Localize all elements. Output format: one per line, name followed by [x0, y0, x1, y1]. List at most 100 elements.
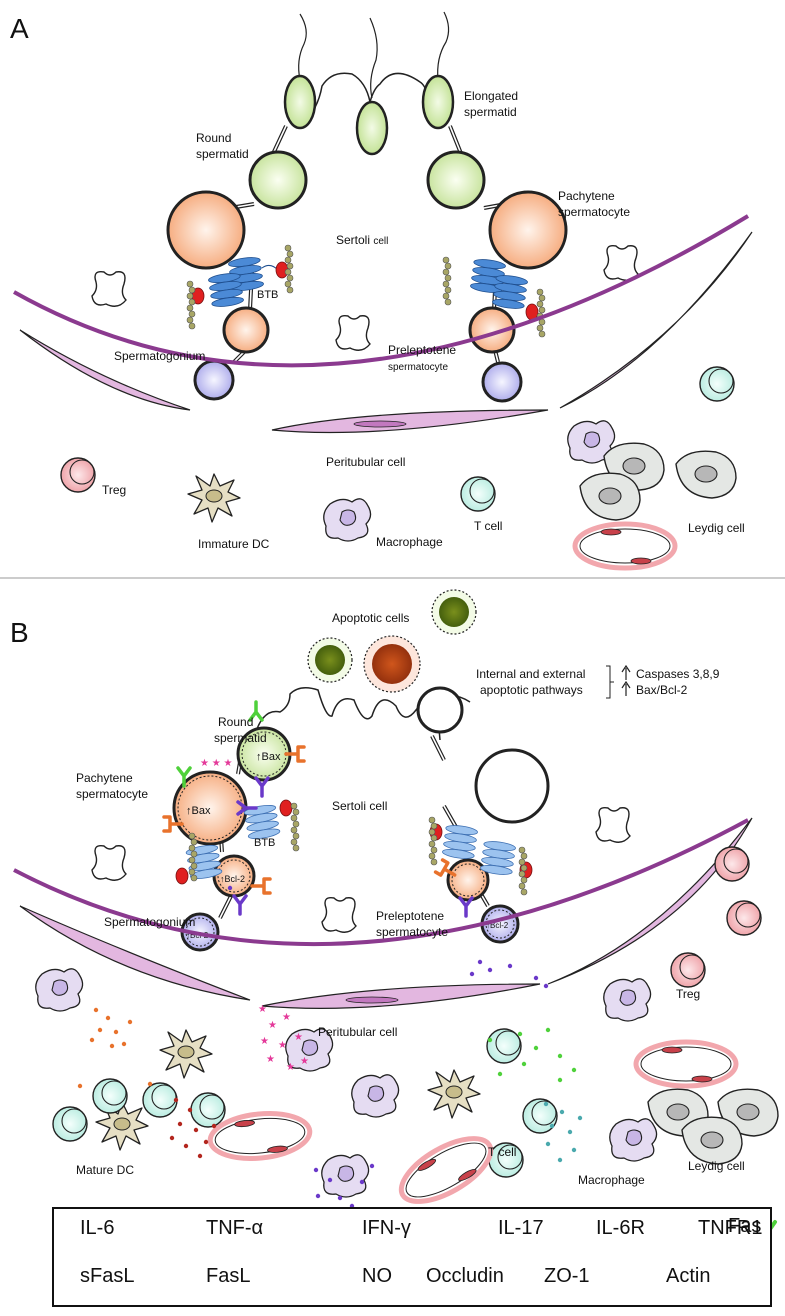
macrophage-cell	[321, 1154, 370, 1198]
label-peritubular-cell: Peritubular cell	[326, 455, 405, 469]
flagellum	[298, 13, 307, 81]
sfasl-dots	[487, 1027, 577, 1083]
no-stars: ★★★★★★★★★	[258, 1004, 309, 1073]
blood-vessel	[392, 1126, 501, 1214]
apoptotic-outline	[185, 917, 215, 947]
il17-dots	[543, 1101, 583, 1163]
zo1-icon	[279, 799, 293, 817]
peritubular-nucleus	[345, 996, 399, 1004]
t-cell	[699, 366, 735, 402]
apoptotic-cell-core	[315, 645, 345, 675]
legend-ifng-label: IFN-γ	[362, 1217, 411, 1239]
leydig-cell	[579, 472, 641, 521]
elongated-spermatid-cell	[355, 100, 389, 156]
svg-text:★: ★	[286, 1062, 295, 1073]
zo1-icon	[175, 867, 189, 885]
t-cell	[52, 1106, 88, 1142]
macrophage-cell	[35, 968, 84, 1012]
sertoli-nucleus	[91, 271, 127, 307]
label-leydig-cell: Leydig cell	[688, 521, 745, 535]
leydig-cell	[681, 1116, 743, 1165]
label-mature-dc: Mature DC	[76, 1163, 134, 1177]
t-cell	[142, 1082, 178, 1118]
no-icon: ★ ★ ★	[200, 758, 232, 769]
blood-vessel	[636, 1042, 736, 1086]
tnf-alpha-dots	[77, 1007, 153, 1089]
immature-dc-cell	[187, 473, 241, 523]
apoptotic-outline	[217, 859, 251, 893]
label-t-cell: T cell	[474, 519, 502, 533]
blood-vessel	[575, 524, 675, 568]
svg-text:★: ★	[294, 1032, 303, 1043]
panel-a: A	[10, 11, 753, 568]
preleptotene-spermatocyte-cell	[222, 306, 270, 354]
sertoli-nucleus	[321, 897, 357, 933]
label-immature-dc: Immature DC	[198, 537, 270, 551]
actin-icon	[290, 802, 300, 852]
t-cell	[486, 1028, 522, 1064]
legend-fas-label: Fas	[728, 1215, 762, 1237]
legend-il6r-label: IL-6R	[596, 1217, 645, 1239]
label-caspases: Caspases 3,8,9	[636, 667, 720, 681]
up-arrow-icon	[621, 664, 631, 696]
peritubular-cell	[261, 983, 541, 1009]
peritubular-cell	[559, 231, 753, 409]
label-spermatogonium-b: Spermatogonium	[104, 915, 195, 929]
peritubular-cell	[547, 817, 753, 985]
round-spermatid-cell	[248, 150, 308, 210]
panel-a-letter: A	[10, 13, 29, 44]
svg-text:★: ★	[278, 1040, 287, 1051]
occludin-icon	[491, 273, 529, 311]
sertoli-nucleus	[91, 845, 127, 881]
apoptotic-cell-core	[439, 597, 469, 627]
round-spermatid-cell	[426, 150, 486, 210]
actin-icon	[428, 816, 438, 866]
occludin-icon	[479, 839, 517, 877]
legend-actin-label: Actin	[666, 1265, 711, 1287]
label-bax-spermatid: ↑Bax	[256, 751, 281, 763]
t-cell	[190, 1092, 226, 1128]
legend-tnfa-label: TNF-α	[206, 1217, 264, 1239]
label-sertoli-cell: Sertoli cell	[336, 233, 388, 247]
occludin-icon	[441, 823, 479, 861]
basement-membrane	[13, 818, 749, 947]
label-treg: Treg	[102, 483, 126, 497]
pachytene-spermatocyte-cell-normal	[474, 748, 550, 824]
legend-tnfr1-label: TNFR1	[698, 1217, 763, 1239]
peritubular-cell	[271, 409, 549, 434]
treg-cell	[726, 900, 762, 936]
treg-cell	[714, 846, 750, 882]
round-spermatid-cell-normal	[416, 686, 464, 734]
apoptotic-cell-core	[372, 644, 412, 684]
spermatogonium-cell	[481, 361, 523, 403]
label-bcl2-preleptotene: ↑Bcl-2	[220, 874, 245, 884]
macrophage-cell	[351, 1074, 400, 1118]
pachytene-spermatocyte-cell	[488, 190, 568, 270]
mature-dc-cell	[159, 1029, 213, 1079]
svg-text:★: ★	[258, 1004, 267, 1015]
label-treg-b: Treg	[676, 987, 700, 1001]
legend: IL-6 TNF-α IFN-γ IL-17 IL-6R TNFR1 sFasL…	[52, 1207, 772, 1307]
actin-icon	[442, 256, 452, 306]
label-btb-b: BTB	[254, 837, 275, 849]
mature-dc-cell	[427, 1069, 481, 1119]
ifn-gamma-dots	[169, 1097, 217, 1159]
occludin-icon	[207, 271, 245, 309]
label-apoptotic-cells: Apoptotic cells	[332, 611, 409, 625]
macrophage-cell	[603, 978, 652, 1022]
preleptotene-spermatocyte-cell	[446, 858, 490, 902]
legend-zo1-label: ZO-1	[544, 1265, 590, 1287]
spermatogonium-cell	[193, 359, 235, 401]
sertoli-nucleus	[603, 245, 639, 281]
actin-icon	[186, 280, 196, 330]
basement-membrane	[13, 214, 750, 368]
macrophage-cell	[609, 1118, 658, 1162]
